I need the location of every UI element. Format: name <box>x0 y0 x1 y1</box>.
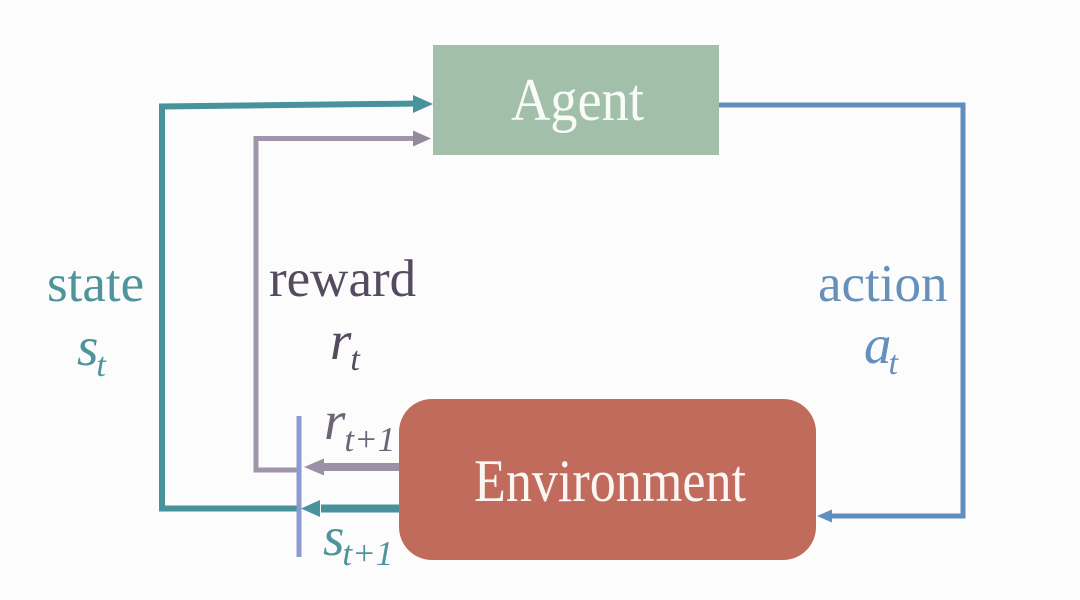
svg-text:reward: reward <box>269 250 416 308</box>
svg-text:action: action <box>818 255 948 313</box>
svg-text:rt+1: rt+1 <box>324 390 395 459</box>
svg-text:st+1: st+1 <box>323 506 393 573</box>
svg-text:rt: rt <box>330 310 361 378</box>
svg-text:at: at <box>864 314 900 382</box>
svg-text:Agent: Agent <box>511 67 644 133</box>
svg-text:state: state <box>47 255 144 313</box>
svg-text:st: st <box>77 316 107 384</box>
svg-text:Environment: Environment <box>474 448 746 514</box>
